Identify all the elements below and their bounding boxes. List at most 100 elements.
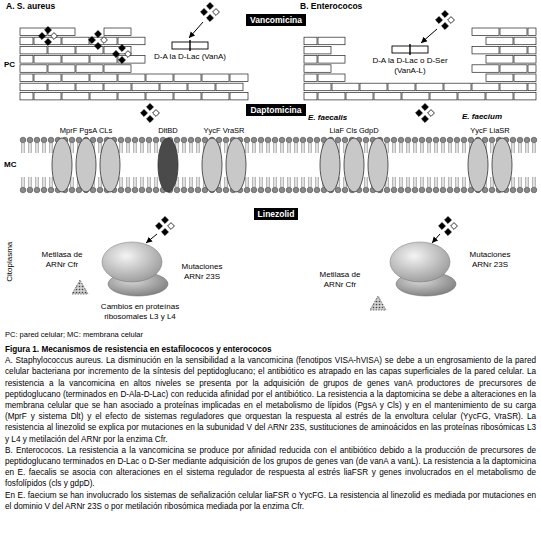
lipid-tail: [434, 143, 435, 153]
lipid-tail: [521, 177, 522, 187]
lipid-tail: [28, 177, 29, 187]
lipid-tail: [409, 177, 410, 187]
lipid-head: [69, 137, 75, 143]
lipid-tail: [490, 143, 491, 153]
lipid-tail: [315, 177, 316, 187]
lipid-tail: [427, 177, 428, 187]
lipid-tail: [444, 177, 445, 187]
lipid-tail: [388, 177, 389, 187]
lipid-tail: [42, 177, 43, 187]
protein-label: YycF LiaSR: [470, 126, 510, 136]
antibiotic-diamond: [45, 27, 52, 34]
lipid-tail: [525, 177, 526, 187]
lipid-tail: [185, 177, 186, 187]
lipid-tail: [535, 177, 536, 187]
lipid-tail: [52, 143, 53, 153]
peptidoglycan-brick: [332, 83, 359, 91]
antibiotic-diamond: [51, 33, 58, 40]
peptidoglycan-brick: [34, 56, 61, 64]
lipid-tail: [143, 177, 144, 187]
lipid-head: [279, 137, 285, 143]
lipid-tail: [343, 143, 344, 153]
antibiotic-diamond: [207, 3, 214, 10]
lipid-head: [293, 137, 299, 143]
peptidoglycan-brick: [416, 83, 443, 91]
drug-box: Vancomicina: [246, 14, 306, 26]
peptidoglycan-brick: [388, 83, 415, 91]
antibiotic-diamond: [101, 37, 108, 44]
lipid-tail: [490, 177, 491, 187]
lipid-tail: [301, 177, 302, 187]
ribosome: [390, 242, 456, 296]
peptidoglycan-brick: [500, 28, 527, 36]
lipid-tail: [395, 177, 396, 187]
lipid-tail: [150, 143, 151, 153]
lipid-head: [489, 137, 495, 143]
lipid-head: [335, 187, 341, 193]
lipid-head: [391, 187, 397, 193]
antibiotic-diamond: [89, 37, 96, 44]
lipid-head: [265, 137, 271, 143]
lipid-head: [300, 137, 306, 143]
lipid-head: [286, 187, 292, 193]
lipid-tail: [367, 177, 368, 187]
caption-paragraph: En E. faecium se han involucrado los sis…: [5, 490, 536, 512]
lipid-tail: [73, 143, 74, 153]
lipid-head: [146, 187, 152, 193]
lipid-tail: [245, 143, 246, 153]
antibiotic-cluster: [141, 104, 160, 123]
lipid-tail: [196, 177, 197, 187]
precursor-tick: [189, 40, 190, 51]
lipid-tail: [402, 143, 403, 153]
lipid-tail: [189, 177, 190, 187]
lipid-head: [510, 187, 516, 193]
antibiotic-cluster: [416, 104, 435, 123]
lipid-head: [118, 187, 124, 193]
lipid-tail: [364, 143, 365, 153]
antibiotic-cluster: [439, 217, 458, 236]
lipid-tail: [532, 177, 533, 187]
antibiotic-cluster: [39, 27, 58, 46]
cfr-enzyme-triangle: [370, 296, 386, 310]
lipid-tail: [276, 177, 277, 187]
lipid-tail: [294, 177, 295, 187]
lipid-tail: [434, 177, 435, 187]
peptidoglycan-brick: [202, 92, 229, 100]
lipid-tail: [462, 143, 463, 153]
antibiotic-diamond: [95, 31, 102, 38]
peptidoglycan-brick: [62, 92, 89, 100]
lipid-tail: [136, 143, 137, 153]
lipid-head: [258, 137, 264, 143]
peptidoglycan-brick: [146, 74, 173, 82]
antibiotic-diamond: [147, 116, 154, 123]
lipid-tail: [150, 177, 151, 187]
lipid-tail: [262, 177, 263, 187]
antibiotic-diamond: [445, 229, 452, 236]
peptidoglycan-brick: [318, 37, 345, 45]
lipid-tail: [430, 143, 431, 153]
lipid-tail: [420, 143, 421, 153]
lipid-tail: [182, 143, 183, 153]
antibiotic-diamond: [422, 116, 429, 123]
antibiotic-cluster: [113, 45, 132, 64]
action-arrow: [421, 29, 437, 43]
lipid-head: [440, 187, 446, 193]
membrane-protein: [492, 138, 512, 192]
membrane-protein: [202, 138, 222, 192]
peptidoglycan-brick: [230, 92, 248, 100]
drug-box: Daptomicina: [246, 104, 305, 116]
lipid-tail: [430, 177, 431, 187]
lipid-head: [384, 187, 390, 193]
lipid-head: [41, 187, 47, 193]
lipid-head: [265, 187, 271, 193]
lipid-tail: [290, 143, 291, 153]
lipid-tail: [462, 177, 463, 187]
lipid-tail: [129, 143, 130, 153]
peptidoglycan-brick: [174, 92, 201, 100]
peptidoglycan-brick: [514, 74, 536, 82]
lipid-tail: [45, 143, 46, 153]
lipid-head: [517, 187, 523, 193]
antibiotic-diamond: [448, 17, 455, 24]
lipid-tail: [315, 143, 316, 153]
lipid-tail: [122, 177, 123, 187]
